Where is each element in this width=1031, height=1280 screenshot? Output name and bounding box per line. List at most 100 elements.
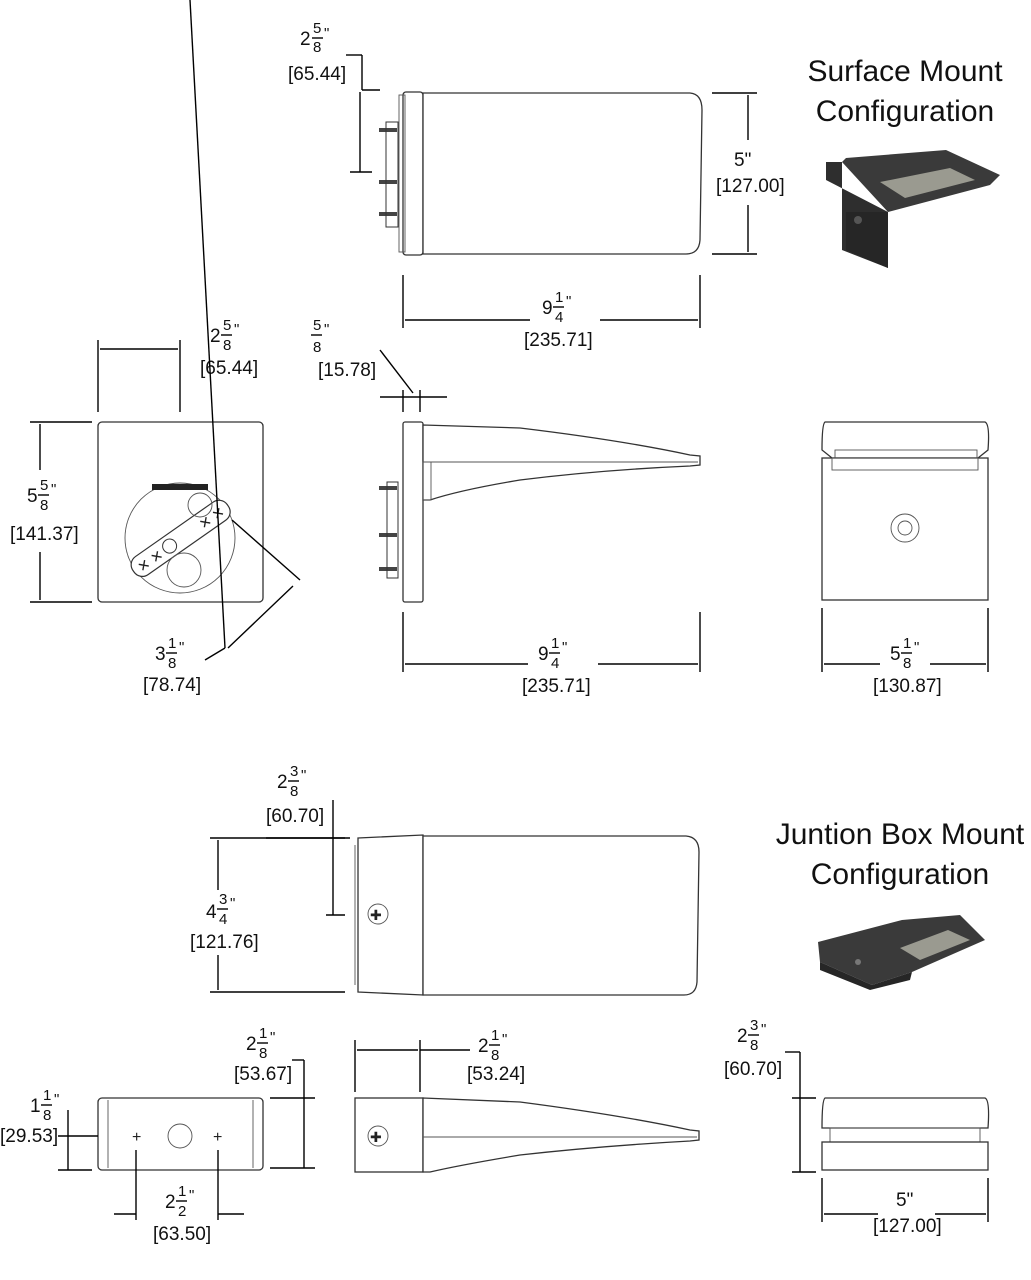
jb-height-mm: [121.76] (190, 932, 259, 953)
jb-side-num: 1 (491, 1027, 499, 1044)
jb-depth-num: 3 (290, 763, 298, 780)
jb-front-h-whole: 2 (737, 1026, 748, 1047)
bp-height-dim: 5 5 8 " [141.37] (10, 421, 92, 603)
sm-depth-dim: 2 5 8 " [65.44] (288, 20, 380, 173)
sm-height-dim: 5" [127.00] (712, 92, 785, 255)
bp-height-num: 5 (40, 477, 48, 494)
sm-depth-mm: [65.44] (288, 64, 346, 85)
surface-top-view (379, 91, 703, 256)
jb-front-h-in: " (761, 1021, 766, 1038)
front-w-whole: 5 (890, 644, 901, 665)
jb-height-den: 4 (219, 911, 227, 928)
jb-depth-in: " (301, 767, 306, 784)
jb-front-w-dim: 5" [127.00] (821, 1178, 989, 1237)
sm-len-num: 1 (555, 289, 563, 306)
surface-mount-fixture-image (826, 150, 1000, 268)
front-w-in: " (914, 639, 919, 656)
plate-num: 5 (313, 317, 321, 334)
jb-depth-dim: 2 3 8 " [60.70] (266, 763, 350, 916)
side-len-whole: 9 (538, 644, 549, 665)
sm-len-mm: [235.71] (524, 330, 593, 351)
bp-width-mm: [65.44] (200, 358, 258, 379)
bp-diag-whole: 3 (155, 644, 166, 665)
jb-front-h-dim: 2 3 8 " [60.70] (724, 1017, 816, 1173)
junction-box-title-line1: Juntion Box Mount (775, 818, 1025, 851)
bp-height-in: " (51, 481, 56, 498)
surface-mount-title-line2: Configuration (815, 95, 995, 128)
jb-box-w-in: " (189, 1187, 194, 1204)
jb-box-w-dim: 2 1 2 " [63.50] (114, 1150, 244, 1245)
jb-height-num: 3 (219, 891, 227, 908)
jb-side-den: 8 (491, 1047, 499, 1064)
bp-diag-mm: [78.74] (143, 675, 201, 696)
jb-side-mm: [53.24] (467, 1064, 525, 1085)
jb-box-w-den: 2 (178, 1203, 186, 1220)
svg-text:+: + (132, 1129, 141, 1146)
sm-len-in: " (566, 293, 571, 310)
jb-box-w-mm: [63.50] (153, 1224, 211, 1245)
surface-side-view (379, 421, 701, 603)
jb-front-h-num: 3 (750, 1017, 758, 1034)
jb-box-d-in: " (54, 1091, 59, 1108)
bp-height-mm: [141.37] (10, 524, 79, 545)
bp-width-whole: 2 (210, 326, 221, 347)
bp-diag-num: 1 (168, 635, 176, 652)
backplate-view: ✕ ✕ ✕ ✕ (97, 421, 264, 603)
junction-side-view: ✚ (354, 1097, 700, 1173)
jb-box-d-mm: [29.53] (0, 1126, 58, 1147)
jb-side-in: " (502, 1031, 507, 1048)
jb-box-w-num: 1 (178, 1183, 186, 1200)
jb-depth-den: 8 (290, 783, 298, 800)
bp-height-den: 8 (40, 497, 48, 514)
jb-height-whole: 4 (206, 902, 217, 923)
jb-front-h-mm: [60.70] (724, 1059, 782, 1080)
bp-width-in: " (234, 321, 239, 338)
front-width-dim: 5 1 8 " [130.87] (821, 608, 989, 697)
sm-height-in: 5" (734, 150, 751, 171)
plate-mm: [15.78] (318, 360, 376, 381)
junction-front-view (821, 1097, 990, 1171)
bp-diag-den: 8 (168, 655, 176, 672)
jb-box-h-mm: [53.67] (234, 1064, 292, 1085)
jb-box-d-whole: 1 (30, 1096, 41, 1117)
side-len-num: 1 (551, 635, 559, 652)
jb-front-w-in: 5" (896, 1190, 913, 1211)
jb-depth-mm: [60.70] (266, 806, 324, 827)
sm-depth-in: " (324, 25, 329, 42)
sm-depth-num: 5 (313, 20, 321, 37)
bp-width-num: 5 (223, 317, 231, 334)
svg-text:✚: ✚ (370, 1129, 382, 1145)
side-len-mm: [235.71] (522, 676, 591, 697)
front-w-num: 1 (903, 635, 911, 652)
jb-box-h-num: 1 (259, 1025, 267, 1042)
sm-length-dim: 9 1 4 " [235.71] (402, 275, 701, 351)
side-len-in: " (562, 639, 567, 656)
plate-den: 8 (313, 339, 321, 356)
jb-box-h-den: 8 (259, 1045, 267, 1062)
front-w-den: 8 (903, 655, 911, 672)
bp-height-whole: 5 (27, 486, 38, 507)
sm-depth-whole: 2 (300, 29, 311, 50)
surface-mount-title-line1: Surface Mount (807, 55, 1003, 88)
svg-text:+: + (213, 1129, 222, 1146)
bp-diag-in: " (179, 639, 184, 656)
surface-front-view (821, 421, 990, 601)
sm-len-den: 4 (555, 309, 563, 326)
jb-side-dim: 2 1 8 " [53.24] (354, 1027, 525, 1092)
jb-box-d-dim: 1 1 8 " [29.53] (0, 1087, 98, 1171)
plate-in: " (324, 321, 329, 338)
plate-thickness-dim: 5 8 " [15.78] (311, 317, 447, 412)
jb-box-d-num: 1 (43, 1087, 51, 1104)
junction-top-view: ✚ (354, 834, 700, 996)
jb-box-h-dim: 2 1 8 " [53.67] (234, 1025, 315, 1169)
side-len-den: 4 (551, 655, 559, 672)
jb-side-whole: 2 (478, 1036, 489, 1057)
jb-front-w-mm: [127.00] (873, 1216, 942, 1237)
jb-box-w-whole: 2 (165, 1192, 176, 1213)
front-w-mm: [130.87] (873, 676, 942, 697)
jb-box-view: + + (97, 1097, 264, 1171)
jb-height-in: " (230, 895, 235, 912)
bp-diag-dim: 3 1 8 " [78.74] (143, 0, 301, 696)
surface-mount-title: Surface Mount Configuration (790, 52, 1020, 132)
